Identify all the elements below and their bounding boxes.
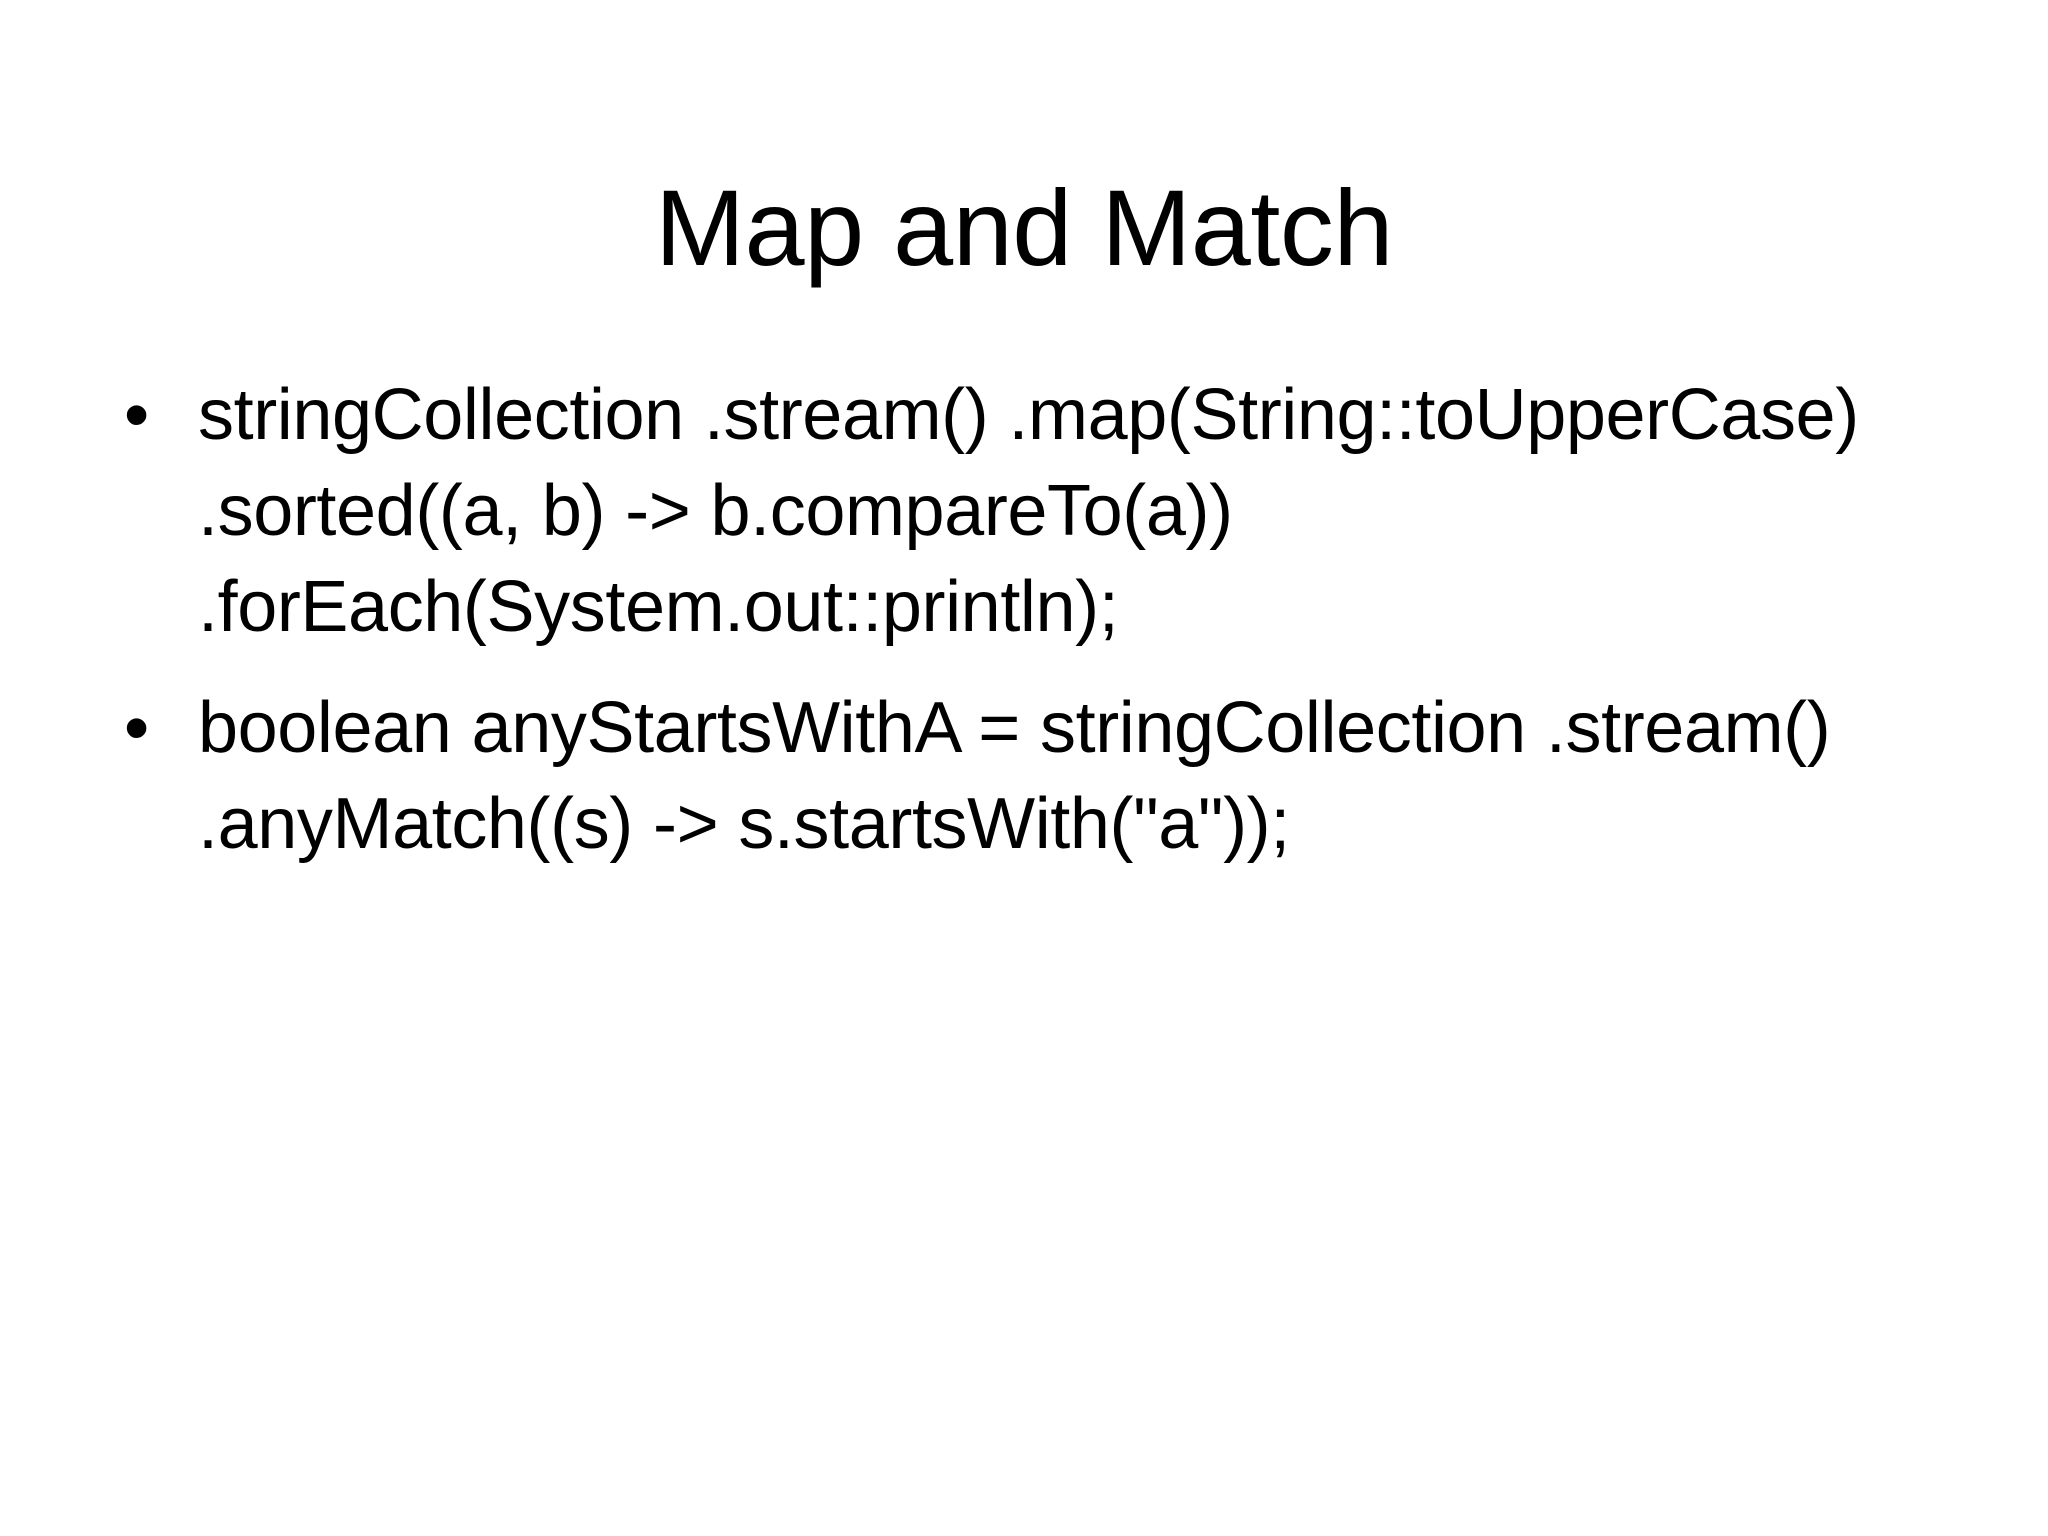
slide-body: • stringCollection .stream() .map(String… [110,368,1940,873]
list-item-label: stringCollection .stream() .map(String::… [198,375,1859,647]
list-item: • stringCollection .stream() .map(String… [110,368,1940,655]
bullet-point-icon: • [124,688,149,769]
page-title: Map and Match [655,167,1393,289]
bullet-point-icon: • [124,375,149,455]
list-item: • boolean anyStartsWithA = stringCollect… [110,681,1940,873]
list-item-label: boolean anyStartsWithA = stringCollectio… [198,688,1831,864]
